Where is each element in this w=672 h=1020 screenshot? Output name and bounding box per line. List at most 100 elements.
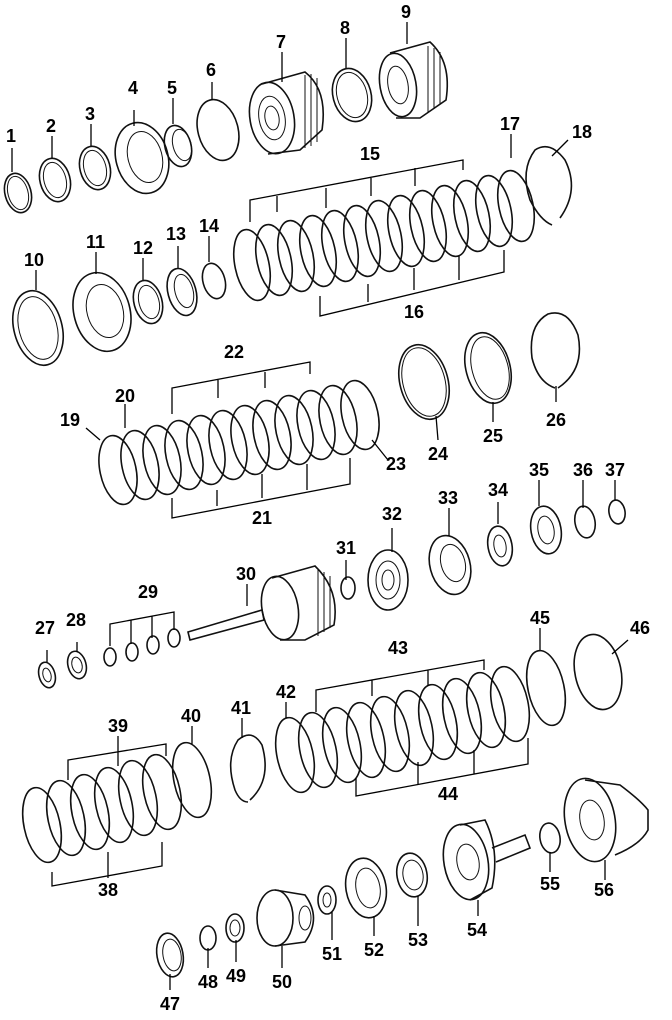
callout-32: 32 (382, 504, 402, 524)
part-8-snap-ring[interactable] (327, 64, 378, 126)
part-24-ring[interactable] (391, 339, 457, 425)
callout-56: 56 (594, 880, 614, 900)
callout-30: 30 (236, 564, 256, 584)
callout-11: 11 (86, 232, 105, 252)
part-26-snap-ring[interactable] (530, 312, 581, 389)
clutch-pack-42-45[interactable] (269, 647, 571, 796)
part-54-output-drum[interactable] (438, 819, 532, 903)
callout-46: 46 (630, 618, 650, 638)
part-2-seal-ring[interactable] (35, 155, 75, 205)
part-50-carrier[interactable] (256, 889, 315, 947)
part-6-snap-ring[interactable] (191, 95, 246, 165)
callout-19: 19 (60, 410, 80, 430)
callout-47: 47 (160, 994, 180, 1014)
part-47-bearing[interactable] (153, 931, 186, 979)
callout-15: 15 (360, 144, 380, 164)
callout-34: 34 (488, 480, 508, 500)
callout-37: 37 (605, 460, 625, 480)
callout-20: 20 (115, 386, 135, 406)
part-3-seal-ring[interactable] (75, 143, 115, 193)
callout-42: 42 (276, 682, 296, 702)
part-7-clutch-housing[interactable] (244, 71, 325, 157)
part-29-seal-rings[interactable] (103, 628, 181, 667)
callout-49: 49 (226, 966, 246, 986)
callout-7: 7 (276, 32, 286, 52)
callout-44: 44 (438, 784, 458, 804)
callout-55: 55 (540, 874, 560, 894)
callout-29: 29 (138, 582, 158, 602)
part-53-gear-ring[interactable] (393, 851, 430, 900)
callout-2: 2 (46, 116, 56, 136)
callout-26: 26 (546, 410, 566, 430)
part-56-output-shaft[interactable] (558, 774, 649, 865)
part-27-washer[interactable] (36, 660, 58, 689)
callout-54: 54 (467, 920, 487, 940)
callout-43: 43 (388, 638, 408, 658)
part-52-gear[interactable] (341, 855, 391, 921)
part-5-spring[interactable] (160, 122, 196, 169)
part-37-ring[interactable] (607, 499, 627, 525)
callout-27: 27 (35, 618, 55, 638)
part-12-seal[interactable] (129, 277, 167, 327)
part-4-piston[interactable] (108, 116, 177, 199)
callout-45: 45 (530, 608, 550, 628)
part-9-drum[interactable] (375, 41, 449, 120)
clutch-pack-15-16[interactable] (228, 167, 540, 303)
callout-48: 48 (198, 972, 218, 992)
part-36-ring[interactable] (572, 505, 597, 540)
callout-24: 24 (428, 444, 448, 464)
callout-28: 28 (66, 610, 86, 630)
part-25-wave-spring[interactable] (457, 328, 518, 409)
callout-13: 13 (166, 224, 186, 244)
callout-16: 16 (404, 302, 424, 322)
callout-33: 33 (438, 488, 458, 508)
part-55-snap-ring[interactable] (538, 821, 563, 854)
callout-18: 18 (572, 122, 592, 142)
callout-23: 23 (386, 454, 406, 474)
leader-lines (11, 22, 629, 990)
callout-4: 4 (128, 78, 138, 98)
callout-36: 36 (573, 460, 593, 480)
part-48-ring[interactable] (199, 925, 217, 951)
callout-38: 38 (98, 880, 118, 900)
callout-10: 10 (24, 250, 44, 270)
callout-50: 50 (272, 972, 292, 992)
part-10-backing-plate[interactable] (5, 285, 71, 371)
callout-21: 21 (252, 508, 272, 528)
callout-35: 35 (529, 460, 549, 480)
part-33-bearing[interactable] (423, 531, 477, 599)
callout-53: 53 (408, 930, 428, 950)
callout-52: 52 (364, 940, 384, 960)
callout-31: 31 (336, 538, 356, 558)
part-18-snap-ring[interactable] (525, 145, 573, 226)
callout-51: 51 (322, 944, 342, 964)
part-1-snap-ring[interactable] (0, 170, 35, 215)
callout-8: 8 (340, 18, 350, 38)
callout-12: 12 (133, 238, 153, 258)
part-46-snap-ring[interactable] (568, 630, 629, 714)
callout-17: 17 (500, 114, 520, 134)
part-49-washer[interactable] (225, 913, 245, 943)
callout-39: 39 (108, 716, 128, 736)
part-41-snap-ring[interactable] (229, 734, 266, 803)
callout-9: 9 (401, 2, 411, 22)
part-11-piston[interactable] (65, 266, 140, 358)
part-34-sun-gear[interactable] (485, 524, 516, 568)
part-32-gear-set[interactable] (367, 549, 409, 611)
callout-1: 1 (6, 126, 16, 146)
callout-5: 5 (167, 78, 177, 98)
part-14-snap-ring[interactable] (199, 261, 230, 301)
part-13-retainer[interactable] (162, 265, 201, 319)
part-51-washer[interactable] (317, 885, 337, 915)
callout-14: 14 (199, 216, 219, 236)
callout-22: 22 (224, 342, 244, 362)
clutch-pack-19-23[interactable] (93, 377, 385, 508)
part-35-gear[interactable] (527, 504, 565, 556)
callout-41: 41 (231, 698, 251, 718)
part-28-washer[interactable] (65, 649, 90, 681)
part-31-snap-ring[interactable] (340, 576, 356, 600)
callout-3: 3 (85, 104, 95, 124)
clutch-pack-38-40[interactable] (16, 739, 217, 866)
part-30-shaft-assembly[interactable] (187, 565, 336, 643)
